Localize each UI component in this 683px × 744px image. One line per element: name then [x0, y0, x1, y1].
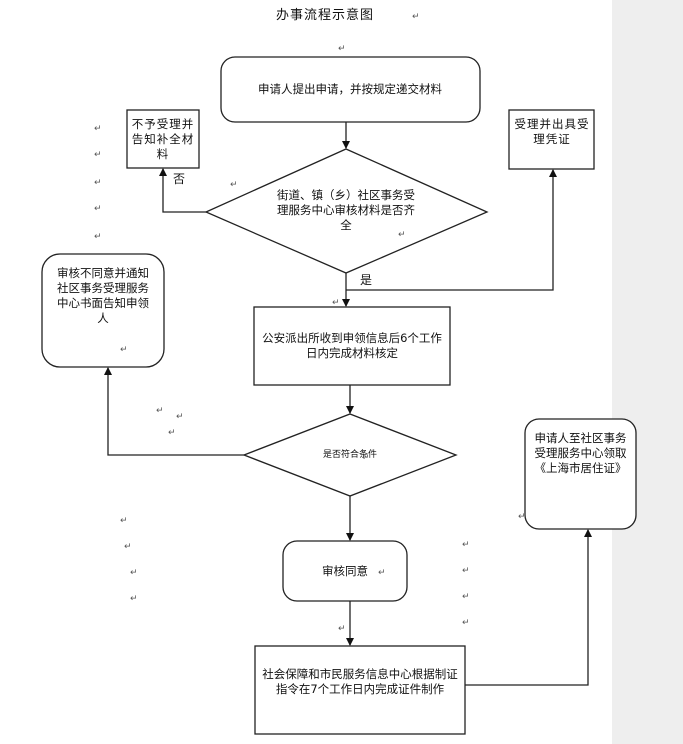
return-mark: ↵ [362, 453, 370, 463]
return-mark: ↵ [462, 592, 470, 602]
node-police-review-label: 公安派出所收到申领信息后6个工作日内完成材料核定 [262, 331, 442, 360]
return-mark: ↵ [120, 345, 128, 355]
return-mark: ↵ [130, 594, 138, 604]
return-mark: ↵ [156, 406, 164, 416]
return-mark: ↵ [462, 618, 470, 628]
edge-check-no-to-reject [159, 168, 206, 213]
edge-production-to-collect [465, 529, 592, 686]
return-mark: ↵ [398, 230, 406, 240]
return-mark: ↵ [230, 180, 238, 190]
return-mark: ↵ [94, 124, 102, 134]
page-margin-shade [612, 0, 683, 744]
return-mark: ↵ [176, 412, 184, 422]
edge-label-no: 否 [172, 172, 185, 186]
return-mark: ↵ [120, 516, 128, 526]
return-mark: ↵ [412, 12, 420, 22]
node-production-label: 社会保障和市民服务信息中心根据制证指令在7个工作日内完成证件制作 [262, 667, 458, 696]
return-mark: ↵ [338, 44, 346, 54]
node-accept-label: 受理并出具受理凭证 [514, 117, 590, 146]
return-mark: ↵ [338, 624, 346, 634]
node-deny-notice-box [41, 253, 165, 368]
node-deny-notice-label: 审核不同意并通知社区事务受理服务中心书面告知申领人 [57, 266, 149, 325]
node-eligible-label: 是否符合条件 [322, 450, 377, 460]
return-mark: ↵ [130, 568, 138, 578]
return-mark: ↵ [378, 568, 386, 578]
return-mark: ↵ [168, 428, 176, 438]
node-approved-label: 审核同意 [322, 564, 368, 578]
return-mark: ↵ [462, 540, 470, 550]
node-collect-box [524, 418, 637, 530]
node-accept-box [508, 109, 595, 170]
edge-eligible-no-to-deny [104, 367, 244, 456]
return-mark: ↵ [94, 178, 102, 188]
node-police-review-box [253, 306, 451, 386]
return-mark: ↵ [94, 204, 102, 214]
return-mark: ↵ [462, 566, 470, 576]
node-check-materials-label: 街道、镇（乡）社区事务受理服务中心审核材料是否齐全 [277, 188, 415, 232]
return-mark: ↵ [332, 298, 340, 308]
node-apply-label: 申请人提出申请，并按规定递交材料 [258, 82, 442, 96]
node-production-box [254, 645, 466, 735]
return-mark: ↵ [94, 232, 102, 242]
return-mark: ↵ [518, 512, 526, 522]
node-apply-box [220, 56, 481, 123]
diagram-title: 办事流程示意图 [275, 8, 374, 23]
node-collect-label: 申请人至社区事务受理服务中心领取《上海市居住证》 [534, 431, 627, 475]
return-mark: ↵ [94, 150, 102, 160]
edge-yes-to-accept [346, 169, 557, 291]
edge-label-yes: 是 [359, 273, 372, 287]
return-mark: ↵ [124, 542, 132, 552]
node-approved-box [282, 540, 408, 602]
node-reject-label: 不予受理并告知补全材料 [131, 117, 195, 161]
